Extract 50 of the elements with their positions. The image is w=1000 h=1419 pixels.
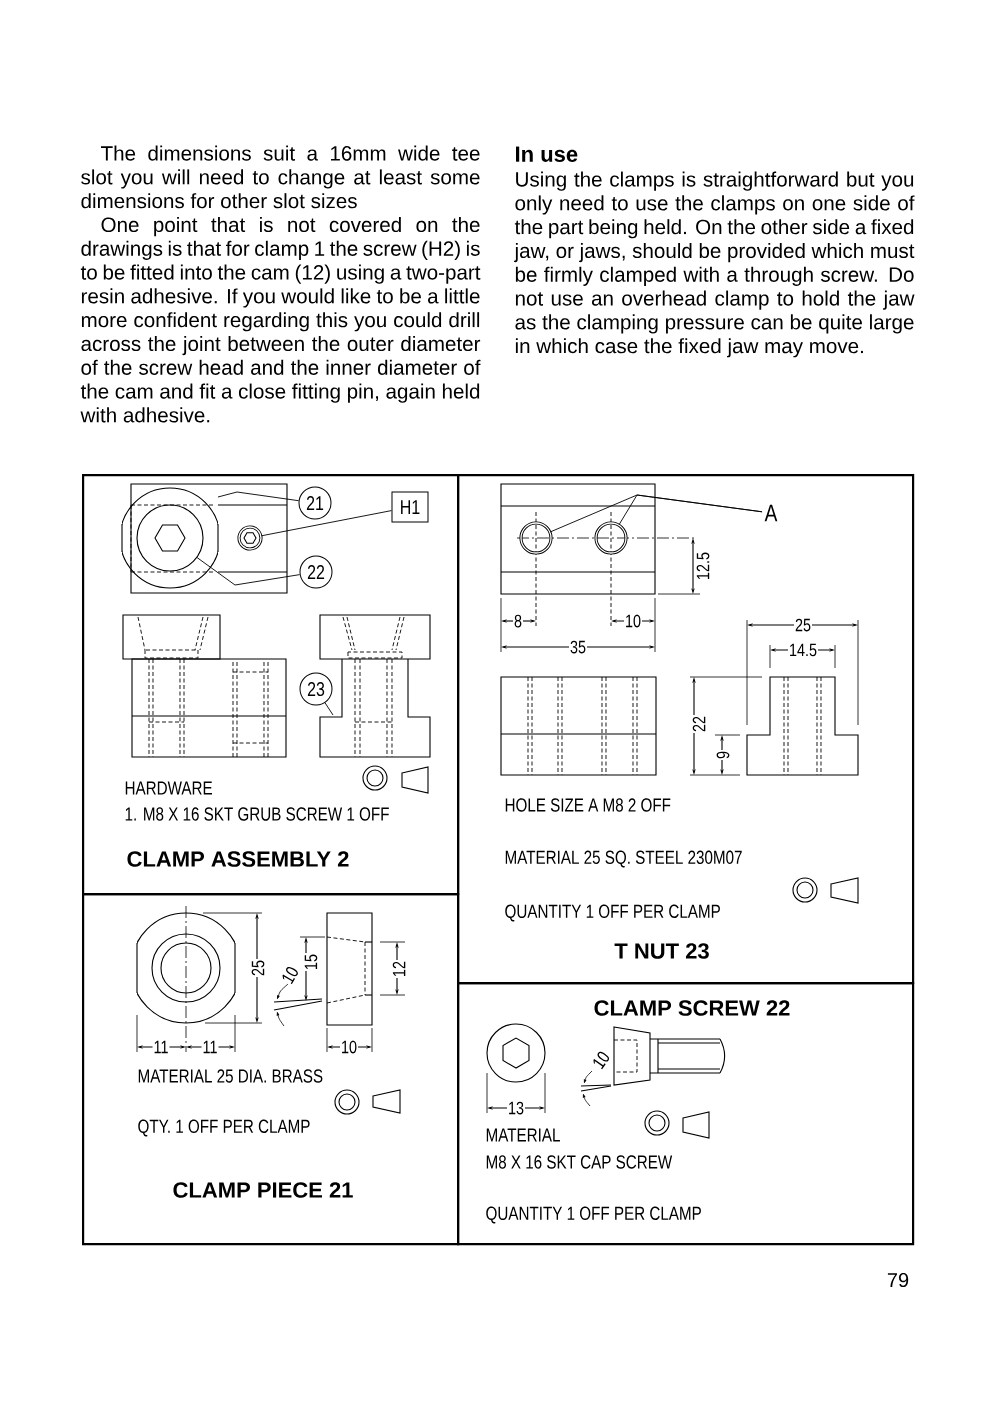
note-text: MATERIAL 25 DIA. BRASS bbox=[138, 1069, 323, 1083]
dimension-label: 35 bbox=[569, 639, 587, 655]
dimension-label: 13 bbox=[507, 1100, 525, 1116]
part-title: CLAMP PIECE 21 bbox=[173, 1182, 353, 1198]
callout-number: 21 bbox=[298, 486, 332, 520]
page-number: 79 bbox=[887, 1272, 909, 1288]
screw-head bbox=[136, 504, 204, 572]
dimension-label: 14.5 bbox=[788, 642, 818, 658]
dimension-label: 25 bbox=[250, 959, 266, 977]
bolt-hole bbox=[519, 521, 553, 555]
note-text: MATERIAL 25 SQ. STEEL 230M07 bbox=[505, 850, 742, 868]
grub-screw bbox=[237, 525, 263, 551]
dimension-label: 12 bbox=[391, 960, 407, 978]
part-title: T NUT 23 bbox=[614, 943, 709, 959]
callout-number: 23 bbox=[299, 672, 333, 706]
leader-line bbox=[217, 491, 300, 502]
note-text: MATERIAL bbox=[486, 1128, 560, 1142]
dimension-label: 8 bbox=[513, 613, 523, 629]
dimension-label: 10 bbox=[340, 1039, 358, 1055]
leader-line bbox=[324, 702, 334, 716]
leader-line bbox=[618, 494, 763, 526]
note-text: M8 X 16 SKT CAP SCREW bbox=[486, 1155, 673, 1169]
note-text: HARDWARE bbox=[125, 781, 212, 795]
callout-letter: A bbox=[764, 504, 778, 522]
paragraph: Using the clamps is straightforward but you only need to use the clamps on one side of the part being held. On the other side a fixed jaw, or jaws, should be provided which must be firmly clamped with a through screw. Do not use an overhead clamp to hold the jaw as the clamping pressure can be quite large in which case the fixed jaw may move. bbox=[514, 171, 915, 358]
note-text: QUANTITY 1 OFF PER CLAMP bbox=[505, 904, 720, 922]
dimension-label: 10 bbox=[279, 963, 301, 987]
dimension-label: 12.5 bbox=[695, 551, 711, 581]
dimension-label: 10 bbox=[624, 613, 642, 629]
note-text: HOLE SIZE A M8 2 OFF bbox=[505, 798, 671, 812]
paragraph: The dimensions suit a 16mm wide tee slot you will need to change at least some dimensions for other slot sizes bbox=[81, 145, 480, 209]
paragraph: One point that is not covered on the drawings is that for clamp 1 the screw (H2) is to be fitted into the cam (12) using a two-part resin adhesive. If you would like to be a little more confident regarding this you could drill across the joint between the outer diameter of the screw head and the inner diameter of the cam and fit a close fitting pin, again held with adhesive. bbox=[80, 216, 481, 423]
callout-number: 22 bbox=[299, 555, 333, 589]
dimension-label: 25 bbox=[794, 617, 812, 633]
note-text: 1. M8 X 16 SKT GRUB SCREW 1 OFF bbox=[125, 807, 389, 821]
note-text: QTY. 1 OFF PER CLAMP bbox=[138, 1119, 310, 1137]
part-title: CLAMP SCREW 22 bbox=[594, 1000, 790, 1016]
dimension-label: 11 bbox=[201, 1039, 219, 1055]
leader-line bbox=[196, 557, 301, 586]
bolt-hole bbox=[594, 521, 628, 555]
leader-line bbox=[260, 510, 392, 537]
dimension-label: 11 bbox=[152, 1039, 170, 1055]
dimension-label: 9 bbox=[715, 750, 731, 760]
section-heading: In use bbox=[516, 146, 578, 162]
dimension-label: 10 bbox=[589, 1048, 613, 1072]
note-text: QUANTITY 1 OFF PER CLAMP bbox=[486, 1206, 701, 1224]
part-title: CLAMP ASSEMBLY 2 bbox=[127, 851, 349, 867]
dimension-label: 15 bbox=[303, 953, 319, 971]
callout-box: H1 bbox=[391, 491, 429, 523]
dimension-label: 22 bbox=[691, 715, 707, 733]
